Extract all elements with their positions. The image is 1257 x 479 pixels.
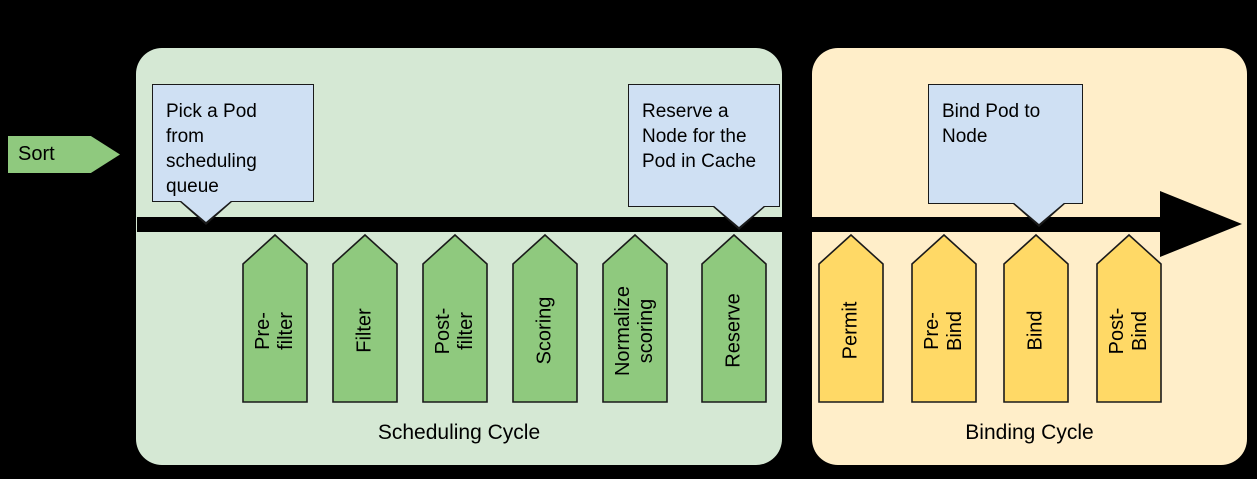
scheduling-cycle-caption: Scheduling Cycle	[377, 421, 541, 444]
arrow-up-icon	[422, 233, 488, 403]
phase-arrow-label: Normalize scoring	[612, 285, 657, 376]
phase-arrow-label: Filter	[353, 308, 376, 353]
phase-arrow-pre-bind: Pre-Bind	[911, 233, 977, 403]
arrow-up-icon	[1096, 233, 1162, 403]
phase-arrow-label: Scoring	[533, 296, 556, 365]
phase-arrow-scoring: Scoring	[512, 233, 578, 403]
arrow-up-icon	[602, 233, 668, 403]
callout-notch-fill	[180, 200, 232, 222]
callout-reserve-node-text: Reserve a Node for the Pod in Cache	[642, 101, 757, 172]
phase-arrow-label: Post-Bind	[1106, 307, 1151, 354]
phase-label-wrapper: Scoring	[512, 266, 578, 395]
arrow-up-icon	[911, 233, 977, 403]
arrow-up-icon	[332, 233, 398, 403]
phase-label-wrapper: Filter	[332, 266, 398, 395]
phase-arrow-label: Bind	[1024, 310, 1047, 351]
phase-arrow-filter: Filter	[332, 233, 398, 403]
arrow-up-icon	[818, 233, 884, 403]
phase-label-wrapper: Reserve	[701, 266, 767, 395]
phase-arrow-bind: Bind	[1003, 233, 1069, 403]
sort-entry-arrow: Sort	[8, 136, 120, 173]
phase-arrow-reserve: Reserve	[701, 233, 767, 403]
phase-arrow-permit: Permit	[818, 233, 884, 403]
phase-arrow-post-bind: Post-Bind	[1096, 233, 1162, 403]
arrow-up-icon	[242, 233, 308, 403]
callout-pick-pod: Pick a Pod from scheduling queue	[152, 84, 314, 225]
arrow-up-icon	[1003, 233, 1069, 403]
timeline-bar	[137, 217, 1167, 232]
phase-arrow-label: Pre-Bind	[921, 310, 966, 351]
phase-arrow-label: Post-filter	[432, 307, 477, 354]
arrow-up-icon	[701, 233, 767, 403]
callout-bind-pod-text: Bind Pod to Node	[942, 101, 1041, 147]
phase-arrow-label: Reserve	[722, 293, 745, 368]
phase-label-wrapper: Pre-Bind	[911, 266, 977, 395]
phase-arrow-normalize-scoring: Normalize scoring	[602, 233, 668, 403]
sort-arrow-label: Sort	[18, 143, 55, 165]
callout-pick-pod-text: Pick a Pod from scheduling queue	[166, 101, 257, 197]
phase-arrow-label: Pre-filter	[252, 311, 297, 350]
callout-bind-pod: Bind Pod to Node	[928, 84, 1083, 227]
phase-label-wrapper: Post-Bind	[1096, 266, 1162, 395]
phase-arrow-label: Permit	[839, 301, 862, 360]
phase-label-wrapper: Permit	[818, 266, 884, 395]
phase-arrow-pre-filter: Pre-filter	[242, 233, 308, 403]
phase-label-wrapper: Normalize scoring	[602, 266, 668, 395]
callout-reserve-node: Reserve a Node for the Pod in Cache	[628, 84, 780, 230]
phase-label-wrapper: Pre-filter	[242, 266, 308, 395]
callout-notch-fill	[1013, 202, 1065, 224]
callout-notch-fill	[713, 205, 765, 227]
binding-cycle-caption: Binding Cycle	[965, 421, 1094, 444]
arrow-up-icon	[512, 233, 578, 403]
phase-label-wrapper: Post-filter	[422, 266, 488, 395]
timeline-arrowhead-icon	[1160, 191, 1242, 257]
phase-arrow-post-filter: Post-filter	[422, 233, 488, 403]
phase-label-wrapper: Bind	[1003, 266, 1069, 395]
